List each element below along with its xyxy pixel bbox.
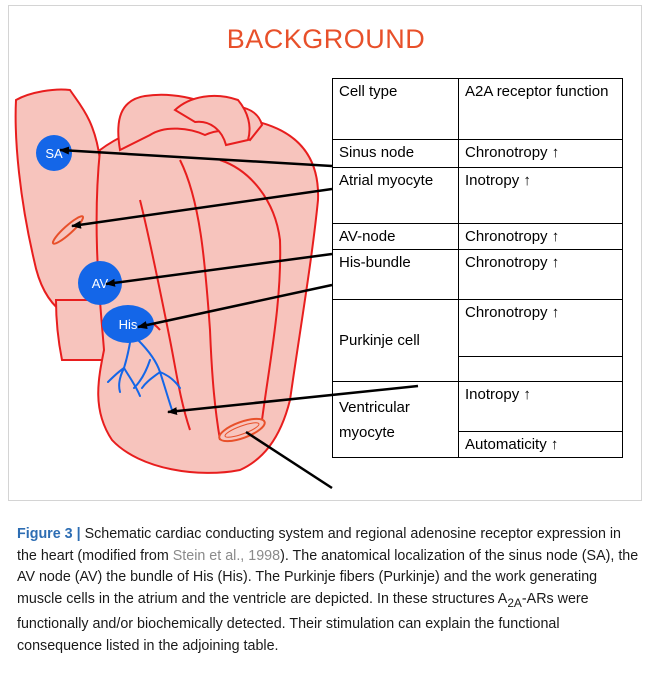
cell-type: Ventricular myocyte [333,382,459,458]
header-cell-type: Cell type [333,79,459,140]
figure-caption: Figure 3 | Schematic cardiac conducting … [17,524,639,657]
table-row: Ventricular myocyte Inotropy ↑ [333,382,623,432]
his-bundle-label: His [119,317,138,332]
function-value: Automaticity ↑ [459,432,623,458]
table-header-row: Cell type A2A receptor function [333,79,623,140]
cell-type: Atrial myocyte [333,168,459,224]
header-function: A2A receptor function [459,79,623,140]
function-value: Chronotropy ↑ [459,224,623,250]
function-value: Inotropy ↑ [459,382,623,432]
table-row: Atrial myocyte Inotropy ↑ [333,168,623,224]
sa-node-label: SA [45,146,63,161]
function-value [459,357,623,382]
cell-type: AV-node [333,224,459,250]
caption-label: Figure 3 | [17,526,81,542]
arrow-ventricular-myocyte-line [246,432,332,488]
function-value: Chronotropy ↑ [459,140,623,168]
caption-reference-link[interactable]: Stein et al., 1998 [173,548,280,564]
function-value: Chronotropy ↑ [459,300,623,357]
cell-type: His-bundle [333,250,459,300]
caption-subscript: 2A [507,596,522,610]
function-value: Chronotropy ↑ [459,250,623,300]
table-row: Sinus node Chronotropy ↑ [333,140,623,168]
table-row: Purkinje cell Chronotropy ↑ [333,300,623,357]
cell-type: Purkinje cell [333,300,459,382]
cell-type: Sinus node [333,140,459,168]
receptor-function-table: Cell type A2A receptor function Sinus no… [332,78,623,458]
table-row: AV-node Chronotropy ↑ [333,224,623,250]
table-row: His-bundle Chronotropy ↑ [333,250,623,300]
sa-node: SA [36,135,72,171]
function-value: Inotropy ↑ [459,168,623,224]
